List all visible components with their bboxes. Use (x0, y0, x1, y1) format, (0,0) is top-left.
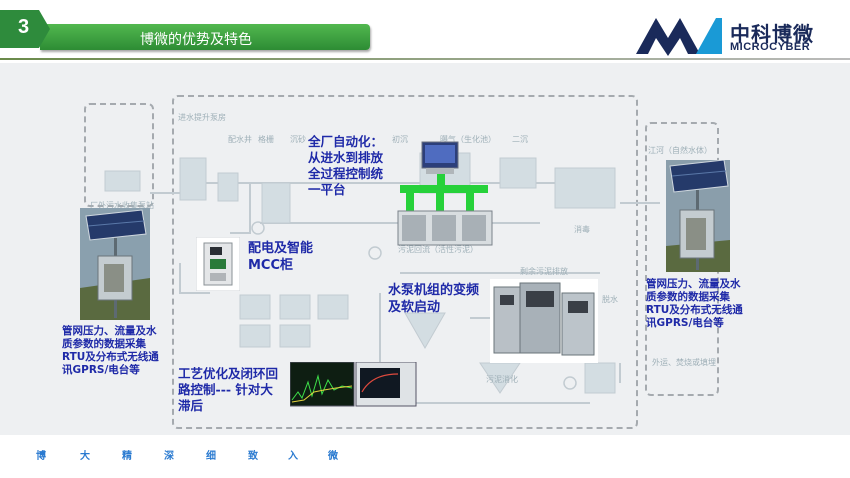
feature-plant-automation: 全厂自动化：从进水到排放全过程控制统一平台 (308, 134, 384, 197)
section-number-badge (0, 10, 50, 48)
label-distribution: 配水井 (228, 135, 252, 144)
section-number: 3 (18, 16, 30, 38)
microcyber-logo-icon (636, 18, 722, 56)
label-secondary: 二沉 (512, 135, 528, 144)
right-station-label: 管网压力、流量及水质参数的数据采集RTU及分布式无线通讯GPRS/电台等 (646, 278, 743, 329)
trend-chart-image (290, 362, 417, 407)
header-divider (0, 58, 850, 60)
title-bar (40, 24, 370, 50)
footer-char: 大 (80, 451, 90, 462)
footer-char: 深 (164, 451, 174, 462)
mcc-device-image (196, 237, 240, 291)
feature-mcc: 配电及智能MCC柜 (248, 241, 314, 273)
label-sand: 沉砂 (290, 135, 306, 144)
label-disposal: 外运、焚烧或填埋 (652, 358, 716, 367)
right-rtu-station-image (666, 160, 730, 272)
label-collection-pump: 厂外污水收集泵站 (90, 201, 154, 210)
footer-char: 细 (206, 451, 216, 462)
logo-cn: 中科博微 (730, 22, 814, 46)
label-dewater: 脱水 (602, 295, 618, 304)
control-system-image (397, 141, 493, 246)
vfd-cabinet-image (490, 279, 598, 363)
label-excess-sludge: 剩余污泥排放 (520, 267, 568, 276)
feature-process-optimization: 工艺优化及闭环回路控制--- 针对大滞后 (178, 366, 279, 413)
footer-char: 博 (36, 451, 46, 462)
feature-pump-vfd: 水泵机组的变频及软启动 (388, 283, 480, 315)
label-river: 江河（自然水体） (648, 146, 712, 155)
footer-char: 致 (248, 451, 258, 462)
label-disinfect: 消毒 (574, 225, 590, 234)
label-screen: 格栅 (258, 135, 274, 144)
footer-char: 微 (328, 451, 338, 462)
logo-en: MICROCYBER (730, 41, 811, 53)
footer-char: 精 (122, 451, 132, 462)
page-title: 博微的优势及特色 (140, 32, 252, 48)
label-aeration: 曝气（生化池） (440, 135, 496, 144)
label-sludge-return: 污泥回流（活性污泥） (398, 245, 478, 254)
label-digest: 污泥消化 (486, 375, 518, 384)
footer-char: 入 (288, 451, 298, 462)
left-station-label: 管网压力、流量及水质参数的数据采集RTU及分布式无线通讯GPRS/电台等 (62, 325, 159, 376)
left-rtu-station-image (80, 208, 150, 320)
plant-boundary (172, 95, 638, 429)
left-station-boundary (84, 103, 154, 207)
label-primary: 初沉 (392, 135, 408, 144)
label-lift-pump: 进水提升泵房 (178, 113, 226, 122)
